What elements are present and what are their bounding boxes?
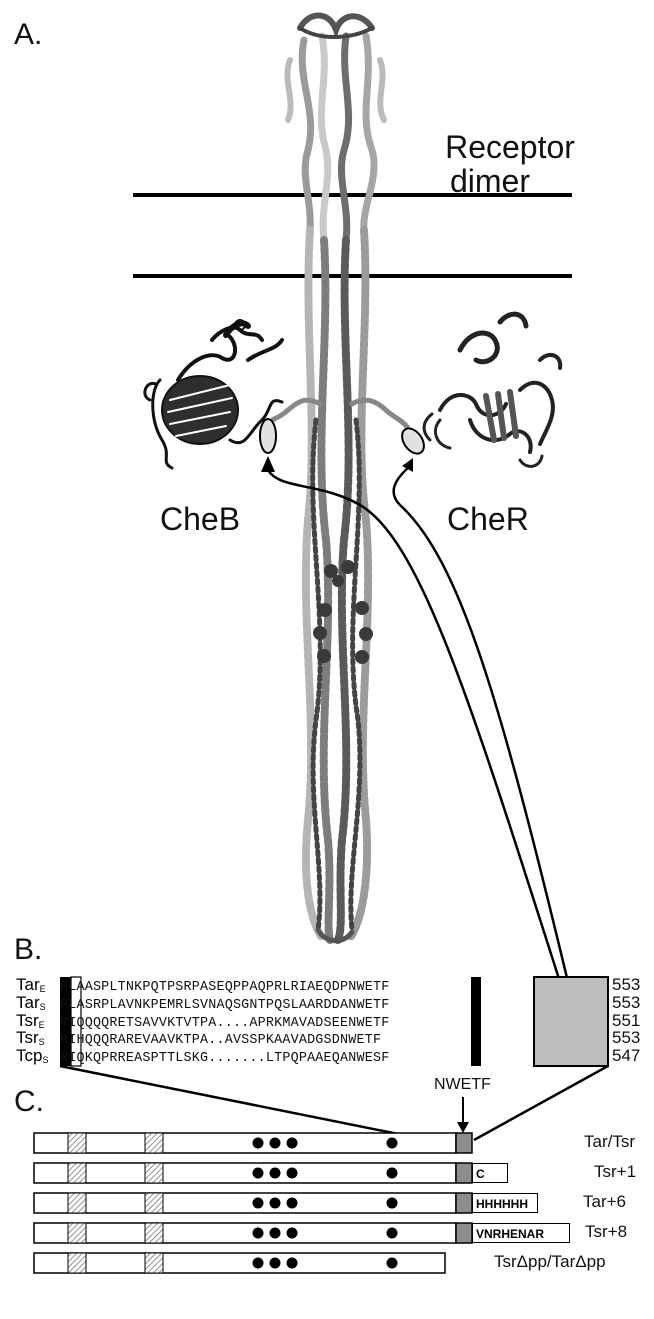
construct-suffix: VNRHENAR xyxy=(472,1223,570,1243)
construct-suffix: C xyxy=(472,1163,508,1183)
methylation-dot xyxy=(287,1198,298,1209)
methylation-dot xyxy=(253,1258,264,1269)
construct-label: Tar/Tsr xyxy=(584,1132,635,1152)
sequence-end-number: 547 xyxy=(612,1046,640,1066)
alignment-row: TarS RLASRPLAVNKPEMRLSVNAQSGNTPQSLAARDDAN… xyxy=(16,994,389,1012)
alignment-to-construct-right xyxy=(474,1066,608,1140)
nwetf-segment xyxy=(456,1133,472,1153)
methylation-dot xyxy=(287,1168,298,1179)
methylation-dot xyxy=(270,1198,281,1209)
sequence-text: RLASRPLAVNKPEMRLSVNAQSGNTPQSLAARDDANWETF xyxy=(60,998,389,1013)
tm-segment-2 xyxy=(145,1253,163,1273)
construct-suffix: HHHHHH xyxy=(472,1193,538,1213)
tm-segment-1 xyxy=(68,1133,86,1153)
construct-label: Tar+6 xyxy=(583,1192,626,1212)
methylation-dot xyxy=(387,1168,398,1179)
construct-bars xyxy=(34,1133,472,1273)
methylation-dot xyxy=(387,1138,398,1149)
construct-label: Tsr+1 xyxy=(594,1162,636,1182)
alignment-row: TcpS RIQKQPRREASPTTLSKG.......LTPQPAAEQAN… xyxy=(16,1047,389,1065)
alignment-row: TsrE RIQQQQRETSAVVKTVTPA....APRKMAVADSEEN… xyxy=(16,1012,389,1030)
methylation-dot xyxy=(253,1228,264,1239)
sequence-text: RLAASPLTNKPQTPSRPASEQPPAQPRLRIAEQDPNWETF xyxy=(60,980,389,995)
tm-segment-1 xyxy=(68,1253,86,1273)
tm-segment-1 xyxy=(68,1223,86,1243)
sequence-label: TcpS xyxy=(16,1047,60,1069)
methylation-dot xyxy=(387,1198,398,1209)
sequence-name: Tcp xyxy=(16,1046,42,1065)
sequence-source: E xyxy=(40,984,46,994)
nwetf-label: NWETF xyxy=(434,1076,491,1094)
sequence-source: S xyxy=(42,1055,48,1065)
highlight-nwetf-box xyxy=(534,977,608,1066)
methylation-dot xyxy=(270,1228,281,1239)
tm-segment-2 xyxy=(145,1133,163,1153)
cheb-label: CheB xyxy=(160,502,240,536)
arrow-head-cheb xyxy=(261,456,275,472)
alignment-to-construct-left xyxy=(60,1066,428,1140)
methylation-dot xyxy=(270,1258,281,1269)
receptor-label-line1: Receptor xyxy=(400,130,620,164)
alignment-row: TarE RLAASPLTNKPQTPSRPASEQPPAQPRLRIAEQDPN… xyxy=(16,976,389,994)
sequence-name: Tar xyxy=(16,993,40,1012)
cher-structure xyxy=(424,314,560,466)
sequence-text: RIQKQPRREASPTTLSKG.......LTPQPAAEQANWESF xyxy=(60,1051,389,1066)
nwetf-pointer-head xyxy=(457,1122,469,1133)
receptor-dimer-label: Receptor dimer xyxy=(400,130,620,198)
sequence-name: Tsr xyxy=(16,1028,39,1047)
methylation-dot xyxy=(387,1228,398,1239)
tm-segment-2 xyxy=(145,1223,163,1243)
methylation-dot xyxy=(287,1258,298,1269)
sequence-text: RIQQQQRETSAVVKTVTPA....APRKMAVADSEENWETF xyxy=(60,1016,389,1031)
sequence-name: Tsr xyxy=(16,1011,39,1030)
nwetf-segment xyxy=(456,1223,472,1243)
methylation-dot xyxy=(287,1228,298,1239)
sequence-source: E xyxy=(39,1020,45,1030)
construct-bar xyxy=(34,1253,445,1273)
tm-segment-1 xyxy=(68,1163,86,1183)
methylation-dot xyxy=(253,1138,264,1149)
pentapeptide-left xyxy=(260,419,276,453)
construct-label: Tsr+8 xyxy=(585,1222,627,1242)
tm-segment-2 xyxy=(145,1163,163,1183)
receptor-label-line2: dimer xyxy=(360,164,620,198)
construct-label: TsrΔpp/TarΔpp xyxy=(494,1252,606,1272)
arrow-to-cher xyxy=(394,466,568,982)
tm-segment-2 xyxy=(145,1193,163,1213)
cher-label: CheR xyxy=(447,502,529,536)
methylation-dot xyxy=(387,1258,398,1269)
sequence-source: S xyxy=(40,1002,46,1012)
methylation-dot xyxy=(270,1138,281,1149)
nwetf-segment xyxy=(456,1193,472,1213)
nwetf-segment xyxy=(456,1163,472,1183)
sequence-name: Tar xyxy=(16,975,40,994)
methylation-dot xyxy=(287,1138,298,1149)
methylation-dot xyxy=(253,1168,264,1179)
highlight-a-column xyxy=(471,977,481,1066)
methylation-dot xyxy=(270,1168,281,1179)
tm-segment-1 xyxy=(68,1193,86,1213)
periplasmic-domain xyxy=(287,15,384,240)
sequence-text: RIHQQQRAREVAAVKTPA..AVSSPKAAVADGSDNWETF xyxy=(60,1033,381,1048)
methylation-dot xyxy=(253,1198,264,1209)
